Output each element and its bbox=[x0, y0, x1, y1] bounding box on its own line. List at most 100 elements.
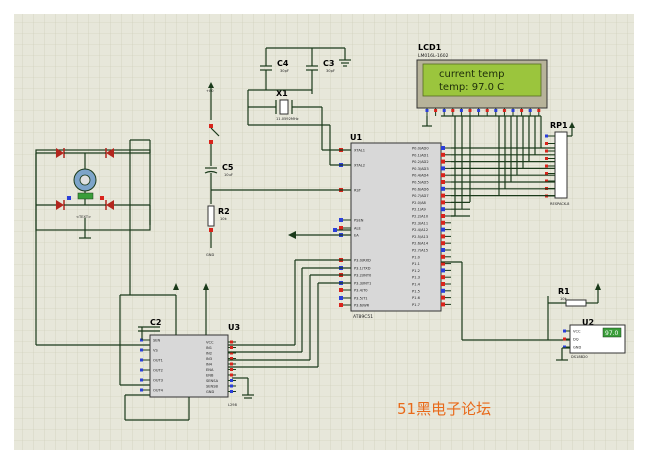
u1-pin-label-left: XTAL2 bbox=[354, 164, 365, 168]
u3-pin-label-right: IN1 bbox=[206, 346, 212, 350]
svg-text:11.0592MHz: 11.0592MHz bbox=[276, 117, 299, 121]
u1-pin-label-left: P3.1/TXD bbox=[354, 267, 371, 271]
u1-pin-label-right: P0.5/AD5 bbox=[412, 181, 429, 185]
u1-pin-label-right: P0.6/AD6 bbox=[412, 187, 429, 191]
u2-temp-display bbox=[602, 327, 622, 338]
svg-text:<TEXT>: <TEXT> bbox=[76, 215, 91, 219]
data-bus-wires bbox=[441, 115, 575, 217]
u3-pin-label-right: SENSA bbox=[206, 379, 219, 383]
u1-pin-label-left: P3.6/WR bbox=[354, 304, 370, 308]
u1-ref-label: U1 bbox=[350, 133, 362, 142]
u3-pin-label-right: IN2 bbox=[206, 352, 212, 356]
u1-pin-label-left: P3.2/INT0 bbox=[354, 274, 372, 278]
u1-pin-label-right: P1.2 bbox=[412, 269, 420, 273]
u1-pin-label-left: EA bbox=[354, 234, 359, 238]
lcd-line-2: temp: 97.0 C bbox=[439, 82, 504, 93]
u3-pin-label-left: VS bbox=[153, 349, 158, 353]
watermark: 51黑电子论坛 bbox=[397, 400, 491, 418]
u2-pin-label: DQ bbox=[573, 338, 579, 342]
c4-ref-label: C4 bbox=[277, 59, 289, 68]
crystal-oscillator[interactable]: C4 30pF C3 30pF X1 11.0592MHz bbox=[247, 47, 351, 166]
u1-pin-label-right: P0.0/AD0 bbox=[412, 147, 429, 151]
u2-pin-label: GND bbox=[573, 346, 581, 350]
svg-text:GND: GND bbox=[206, 253, 214, 257]
u1-pin-label-right: P0.1/AD1 bbox=[412, 153, 429, 157]
u1-pin-label-right: P2.5/A13 bbox=[412, 235, 428, 239]
c5-ref-label: C5 bbox=[222, 163, 234, 172]
u2-temperature-sensor[interactable]: R1 10k U2 VCC DQ GND 97.0 DS18B20 bbox=[441, 261, 626, 361]
c3-ref-label: C3 bbox=[323, 59, 334, 68]
u1-pin-label-right: P1.3 bbox=[412, 276, 420, 280]
u1-part-label: AT89C51 bbox=[353, 314, 373, 320]
u1-pin-label-right: P2.4/A12 bbox=[412, 228, 428, 232]
u2-temp-value: 97.0 bbox=[605, 330, 619, 337]
u1-pin-label-right: P1.0 bbox=[412, 255, 421, 259]
reset-circuit[interactable]: C5 10uF R2 10k +80 GND bbox=[204, 82, 351, 257]
lcd-ref-label: LCD1 bbox=[418, 43, 442, 52]
svg-text:30pF: 30pF bbox=[326, 69, 335, 73]
u1-pin-label-left: P3.5/T1 bbox=[354, 297, 368, 301]
u1-pin-label-right: P0.7/AD7 bbox=[412, 194, 429, 198]
u1-pin-label-right: P1.1 bbox=[412, 262, 420, 266]
u1-pin-label-left: P3.4/T0 bbox=[354, 289, 368, 293]
u1-pin-label-right: P0.2/AD2 bbox=[412, 160, 429, 164]
u1-pin-label-left: XTAL1 bbox=[354, 149, 365, 153]
u1-pin-label-left: P3.3/INT1 bbox=[354, 282, 371, 286]
lcd-module[interactable]: LCD1 LM016L-1602 current temp temp: 97.0… bbox=[416, 43, 548, 127]
lcd-part-label: LM016L-1602 bbox=[418, 53, 449, 59]
svg-text:+80: +80 bbox=[206, 89, 214, 93]
u1-pin-label-right: P2.7/A15 bbox=[412, 249, 428, 253]
u3-pin-label-right: GND bbox=[206, 390, 214, 394]
u1-pin-label-right: P0.3/AD3 bbox=[412, 167, 429, 171]
u3-pin-label-right: IN3 bbox=[206, 357, 212, 361]
u3-pin-label-left: OUT1 bbox=[153, 359, 163, 363]
u3-pin-label-left: SEN bbox=[153, 339, 161, 343]
u1-pin-label-right: P1.4 bbox=[412, 283, 421, 287]
c2-ref-label: C2 bbox=[150, 318, 161, 327]
svg-text:10uF: 10uF bbox=[224, 173, 233, 177]
u3-pin-label-right: IN4 bbox=[206, 363, 213, 367]
u3-pin-label-left: OUT2 bbox=[153, 369, 163, 373]
u1-pin-label-left: P3.0/RXD bbox=[354, 259, 371, 263]
u3-part-label: L298 bbox=[228, 403, 238, 407]
u1-pin-label-left: ALE bbox=[354, 227, 361, 231]
u3-pin-label-left: OUT3 bbox=[153, 379, 163, 383]
u2-ref-label: U2 bbox=[582, 318, 594, 327]
u3-ref-label: U3 bbox=[228, 323, 240, 332]
r1-ref-label: R1 bbox=[558, 287, 570, 296]
rp1-part-label: RESPACK-8 bbox=[550, 202, 570, 206]
rp1-ref-label: RP1 bbox=[550, 121, 568, 130]
u1-pin-label-right: P1.7 bbox=[412, 303, 420, 307]
u1-pin-label-right: P2.3/A11 bbox=[412, 221, 428, 225]
u1-pin-label-right: P2.0/A8 bbox=[412, 201, 427, 205]
lcd-line-1: current temp bbox=[439, 69, 504, 80]
u3-pin-label-right: SENSB bbox=[206, 385, 219, 389]
u2-pin-label: VCC bbox=[573, 330, 581, 334]
u3-pin-label-right: VCC bbox=[206, 341, 214, 345]
u1-pin-label-left: RST bbox=[354, 189, 362, 193]
u1-pin-label-left: PSEN bbox=[354, 219, 364, 223]
svg-text:30pF: 30pF bbox=[280, 69, 289, 73]
rp1-resistor-pack[interactable]: RP1 RESPACK-8 bbox=[545, 121, 570, 206]
motor-driver-bridge[interactable]: <TEXT> bbox=[35, 139, 177, 386]
u1-pin-label-right: P2.2/A10 bbox=[412, 215, 429, 219]
svg-text:10k: 10k bbox=[560, 297, 568, 301]
svg-text:10k: 10k bbox=[220, 217, 228, 221]
u1-pin-label-right: P1.6 bbox=[412, 296, 421, 300]
x1-ref-label: X1 bbox=[276, 89, 288, 98]
u1-pin-label-right: P2.6/A14 bbox=[412, 242, 429, 246]
u2-part-label: DS18B20 bbox=[571, 355, 588, 359]
u1-pin-label-right: P2.1/A9 bbox=[412, 208, 427, 212]
u1-pin-label-right: P0.4/AD4 bbox=[412, 174, 429, 178]
lcd-screen bbox=[422, 63, 542, 97]
u1-pin-label-right: P1.5 bbox=[412, 289, 420, 293]
u3-pin-label-right: ENB bbox=[206, 374, 214, 378]
u3-pin-label-right: ENA bbox=[206, 368, 214, 372]
u1-body bbox=[350, 142, 442, 312]
ea-line bbox=[288, 228, 351, 239]
u3-pin-label-left: OUT4 bbox=[153, 389, 164, 393]
r2-ref-label: R2 bbox=[218, 207, 230, 216]
